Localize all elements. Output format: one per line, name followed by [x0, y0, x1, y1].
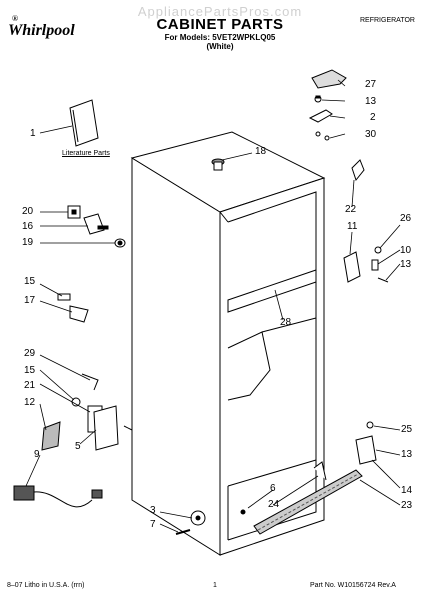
callout-14: 14	[401, 485, 413, 496]
callout-7: 7	[150, 519, 156, 530]
callout-13: 13	[365, 96, 377, 107]
callout-12: 12	[24, 397, 36, 408]
callout-22: 22	[345, 204, 357, 215]
part-7-screw	[175, 529, 191, 535]
brand-mark: ®	[12, 14, 19, 23]
part-2-hinge	[308, 109, 333, 123]
part-26	[374, 246, 382, 254]
watermark: AppliancePartsPros.com	[137, 4, 303, 19]
callout-3: 3	[150, 505, 156, 516]
footer-page-number: 1	[213, 582, 217, 589]
part-18-plug	[211, 158, 225, 171]
callout-2: 2	[370, 112, 376, 123]
part-3-hinge	[190, 510, 206, 526]
part-13-screw	[314, 95, 322, 103]
part-13b-screw	[377, 277, 389, 283]
footer-part-number: Part No. W10156724 Rev.A	[310, 582, 396, 589]
callout-16: 16	[22, 221, 34, 232]
callout-6: 6	[270, 483, 276, 494]
callout-1: 1	[30, 128, 36, 139]
brand-logo: ® Whirlpool	[8, 14, 88, 42]
callout-27: 27	[365, 79, 377, 90]
callout-28: 28	[280, 317, 292, 328]
callout-29: 29	[24, 348, 36, 359]
callout-18: 18	[255, 146, 267, 157]
part-10	[371, 259, 379, 271]
callout-13c: 13	[401, 449, 413, 460]
callout-10: 10	[400, 245, 412, 256]
part-9-power-cord	[13, 485, 103, 508]
part-22	[351, 159, 365, 182]
callout-20: 20	[22, 206, 34, 217]
callout-13b: 13	[400, 259, 412, 270]
leader-lines	[25, 79, 401, 533]
literature-parts-icon	[69, 99, 99, 147]
part-30	[315, 131, 330, 141]
part-12-cover	[41, 421, 61, 451]
part-20-bracket	[67, 205, 81, 219]
callout-11: 11	[347, 221, 358, 232]
cabinet-front	[131, 157, 221, 556]
part-15-hinge-pin	[57, 293, 71, 301]
part-17	[69, 305, 89, 323]
part-29	[81, 373, 99, 391]
model-color: (White)	[206, 42, 234, 51]
part-6	[240, 509, 246, 515]
category-label: REFRIGERATOR	[360, 17, 415, 24]
callout-15b: 15	[24, 365, 36, 376]
callout-21: 21	[24, 380, 36, 391]
part-16-hinge	[83, 213, 109, 235]
callout-24: 24	[268, 499, 280, 510]
callout-9: 9	[34, 449, 40, 460]
divider-mullion	[227, 269, 317, 313]
model-number: For Models: 5VET2WPKLQ05	[164, 33, 276, 42]
callout-17: 17	[24, 295, 36, 306]
part-25	[366, 421, 374, 429]
callout-26: 26	[400, 213, 412, 224]
literature-parts-label: Literature Parts	[62, 150, 110, 157]
page-title: CABINET PARTS	[156, 16, 284, 33]
callout-5: 5	[75, 441, 81, 452]
callout-25: 25	[401, 424, 413, 435]
part-11-bracket	[343, 251, 361, 283]
part-14-hinge	[355, 435, 377, 465]
callout-30: 30	[365, 129, 377, 140]
footer-litho: 8–07 Litho in U.S.A. (rrn)	[7, 582, 85, 589]
callout-15: 15	[24, 276, 36, 287]
part-24	[313, 461, 327, 481]
callout-19: 19	[22, 237, 34, 248]
part-23-toe-grille	[253, 469, 363, 535]
callout-23: 23	[401, 500, 413, 511]
cabinet-side	[219, 177, 325, 556]
part-19-washer	[114, 238, 126, 248]
part-5-bracket	[93, 405, 119, 451]
part-27-cover	[311, 69, 347, 89]
brand-name: Whirlpool	[8, 22, 75, 39]
